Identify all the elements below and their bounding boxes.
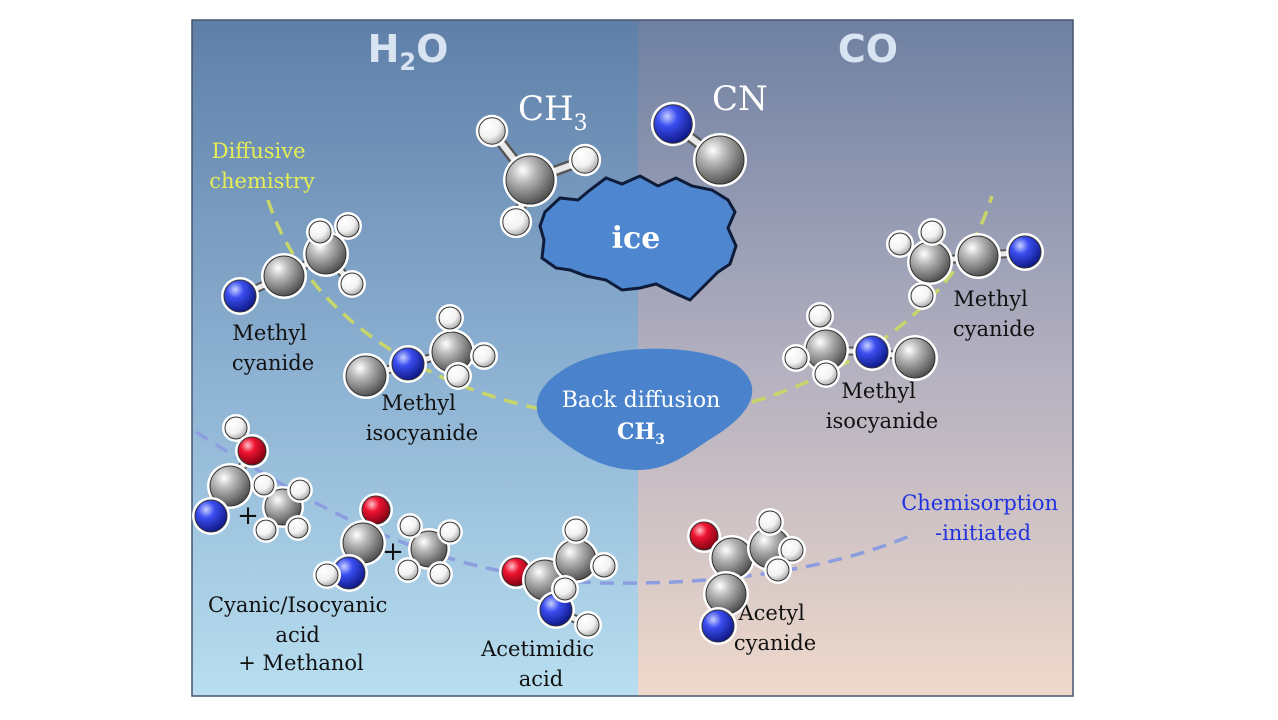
hydrogen-atom	[592, 554, 616, 578]
carbon-atom	[410, 530, 448, 568]
nitrogen-atom	[391, 347, 425, 381]
methyl-molecule-1	[251, 472, 313, 543]
hydrogen-atom	[287, 517, 309, 539]
hydrogen-atom	[315, 563, 339, 587]
isocyanic-acid-molecule	[313, 493, 393, 592]
nitrogen-atom	[653, 104, 693, 144]
ch3-radical-molecule	[475, 114, 602, 239]
hydrogen-atom	[397, 559, 419, 581]
back-diffusion-blob	[536, 348, 753, 470]
carbon-atom	[345, 355, 387, 397]
acetimidic-acid-molecule	[499, 516, 618, 639]
hydrogen-atom	[571, 146, 599, 174]
nitrogen-atom	[223, 279, 257, 313]
hydrogen-atom	[336, 214, 360, 238]
hydrogen-atom	[553, 577, 577, 601]
hydrogen-atom	[920, 220, 944, 244]
hydrogen-atom	[255, 519, 277, 541]
hydrogen-atom	[446, 364, 470, 388]
water-panel-title: H2O	[368, 27, 449, 76]
hydrogen-atom	[888, 232, 912, 256]
co-panel-title: CO	[838, 27, 898, 71]
back-diffusion-species: CH3	[617, 419, 665, 448]
hydrogen-atom	[780, 538, 804, 562]
right-methyl-cyanide-molecule	[886, 218, 1044, 310]
hydrogen-atom	[438, 306, 462, 330]
hydrogen-atom	[253, 474, 275, 496]
hydrogen-atom	[439, 521, 461, 543]
carbon-atom	[263, 255, 305, 297]
hydrogen-atom	[758, 510, 782, 534]
plus-sign-1: +	[237, 501, 259, 531]
figure-border	[191, 19, 1074, 697]
oxygen-atom	[689, 521, 719, 551]
hydrogen-atom	[308, 220, 332, 244]
ice-blob	[538, 174, 738, 302]
nitrogen-atom	[855, 335, 889, 369]
cyanic-acid-molecule	[192, 414, 269, 535]
nitrogen-atom	[1008, 235, 1042, 269]
carbon-atom	[555, 539, 597, 581]
molecules-layer	[192, 101, 1044, 645]
cn-radical-label: CN	[712, 79, 768, 119]
hydrogen-atom	[478, 117, 506, 145]
hydrogen-atom	[576, 613, 600, 637]
right-methyl-cyanide-label: Methyl cyanide	[953, 287, 1035, 341]
carbon-atom	[957, 235, 999, 277]
acetyl-cyanide-label: Acetyl cyanide	[734, 601, 816, 655]
left-methyl-isocyanide-label: Methyl isocyanide	[366, 391, 478, 445]
cn-radical-molecule	[650, 101, 747, 187]
acetimidic-acid-label: Acetimidic acid	[480, 637, 601, 691]
hydrogen-atom	[808, 304, 832, 328]
left-methyl-isocyanide-molecule	[343, 304, 498, 399]
hydrogen-atom	[784, 346, 808, 370]
oxygen-atom	[361, 495, 391, 525]
hydrogen-atom	[814, 362, 838, 386]
hydrogen-atom	[429, 563, 451, 585]
carbon-atom	[209, 465, 251, 507]
hydrogen-atom	[224, 416, 248, 440]
plus-sign-2: +	[382, 537, 404, 567]
hydrogen-atom	[766, 558, 790, 582]
right-methyl-isocyanide-molecule	[782, 302, 938, 388]
chemisorption-initiated-label: Chemisorption -initiated	[901, 491, 1065, 545]
ch3-radical-label: CH3	[518, 89, 588, 136]
back-diffusion-label: Back diffusion	[562, 388, 721, 413]
hydrogen-atom	[502, 208, 530, 236]
carbon-atom	[695, 135, 745, 185]
nitrogen-atom	[194, 499, 228, 533]
carbon-atom	[909, 241, 951, 283]
diffusive-chemistry-label: Diffusive chemistry	[209, 139, 315, 193]
hydrogen-atom	[289, 479, 311, 501]
left-methyl-cyanide-label: Methyl cyanide	[232, 321, 314, 375]
diffusive-path-left	[266, 199, 546, 412]
hydrogen-atom	[399, 515, 421, 537]
carbon-atom	[505, 155, 555, 205]
methyl-molecule-2	[395, 513, 463, 587]
oxygen-atom	[237, 436, 267, 466]
left-methyl-cyanide-molecule	[221, 212, 366, 315]
hydrogen-atom	[472, 344, 496, 368]
acetyl-cyanide-molecule	[687, 508, 806, 645]
carbon-atom	[894, 337, 936, 379]
right-methyl-isocyanide-label: Methyl isocyanide	[826, 379, 938, 433]
nitrogen-atom	[701, 609, 735, 643]
hydrogen-atom	[340, 272, 364, 296]
ice-label: ice	[612, 221, 661, 256]
hydrogen-atom	[910, 284, 934, 308]
hydrogen-atom	[564, 518, 588, 542]
cyanic-acid-label: Cyanic/Isocyanic acid + Methanol	[208, 593, 394, 675]
